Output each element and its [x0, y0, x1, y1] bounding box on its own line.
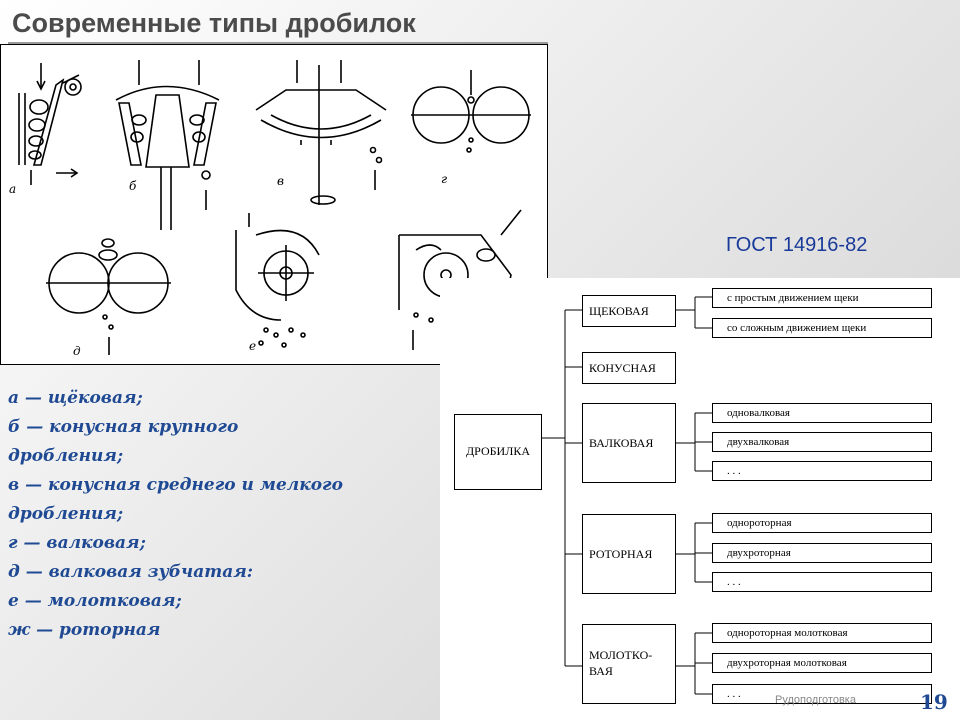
- title-underline: [8, 42, 548, 44]
- gost-reference: ГОСТ 14916-82: [726, 234, 868, 256]
- gyratory-crusher-drawing: [115, 60, 220, 230]
- classification-tree: ДРОБИЛКА ЩЕКОВАЯ КОНУСНАЯ ВАЛКОВАЯ РОТОР…: [440, 278, 960, 720]
- roll-crusher-drawing: [411, 70, 531, 153]
- page-number: 19: [920, 690, 948, 714]
- legend-line: а — щёковая;: [8, 388, 143, 408]
- tree-root-crusher: ДРОБИЛКА: [454, 414, 542, 490]
- legend-line: дробления;: [8, 504, 124, 524]
- subtype-single-rotor: однороторная: [712, 513, 932, 533]
- label-g: г: [441, 172, 447, 186]
- legend-line: д — валковая зубчатая:: [8, 562, 254, 582]
- legend-line: е — молотковая;: [8, 591, 182, 611]
- category-hammer-line2: ВАЯ: [589, 664, 613, 678]
- toothed-roll-crusher-drawing: [46, 238, 171, 355]
- crusher-drawings: а б в г д е ж: [9, 60, 531, 358]
- label-e: е: [249, 339, 256, 353]
- category-cone: КОНУСНАЯ: [582, 352, 676, 384]
- label-b: б: [129, 179, 137, 193]
- category-hammer: МОЛОТКО- ВАЯ: [582, 624, 676, 704]
- subtype-roll-more: . . .: [712, 461, 932, 481]
- subtype-double-roll: двухвалковая: [712, 432, 932, 452]
- jaw-crusher-drawing: [18, 63, 82, 185]
- subtype-double-rotor: двухроторная: [712, 543, 932, 563]
- cone-crusher-drawing: [255, 60, 387, 205]
- subtype-rotor-more: . . .: [712, 572, 932, 592]
- label-d: д: [73, 344, 81, 358]
- subtype-simple-jaw: с простым движением щеки: [712, 288, 932, 308]
- subtype-hammer-more: . . .: [712, 684, 932, 704]
- legend-line: б — конусная крупного: [8, 417, 239, 437]
- subtype-complex-jaw: со сложным движением щеки: [712, 318, 932, 338]
- category-rotor: РОТОРНАЯ: [582, 514, 676, 594]
- subtype-single-rotor-hammer: однороторная молотковая: [712, 623, 932, 643]
- legend-line: ж — роторная: [8, 620, 161, 640]
- slide-title: Современные типы дробилок: [12, 8, 416, 38]
- legend-line: дробления;: [8, 446, 124, 466]
- subtype-single-roll: одновалковая: [712, 403, 932, 423]
- legend-line: г — валковая;: [8, 533, 146, 553]
- subtype-double-rotor-hammer: двухроторная молотковая: [712, 653, 932, 673]
- category-roll: ВАЛКОВАЯ: [582, 403, 676, 483]
- crusher-legend: а — щёковая; б — конусная крупного дробл…: [8, 384, 428, 645]
- label-a: а: [9, 182, 16, 196]
- category-hammer-line1: МОЛОТКО-: [589, 648, 653, 662]
- label-v: в: [277, 174, 284, 188]
- hammer-crusher-drawing: [235, 213, 320, 348]
- category-jaw: ЩЕКОВАЯ: [582, 295, 676, 327]
- footer-course-name: Рудоподготовка: [775, 694, 856, 706]
- tree-connectors: [542, 296, 712, 695]
- legend-line: в — конусная среднего и мелкого: [8, 475, 343, 495]
